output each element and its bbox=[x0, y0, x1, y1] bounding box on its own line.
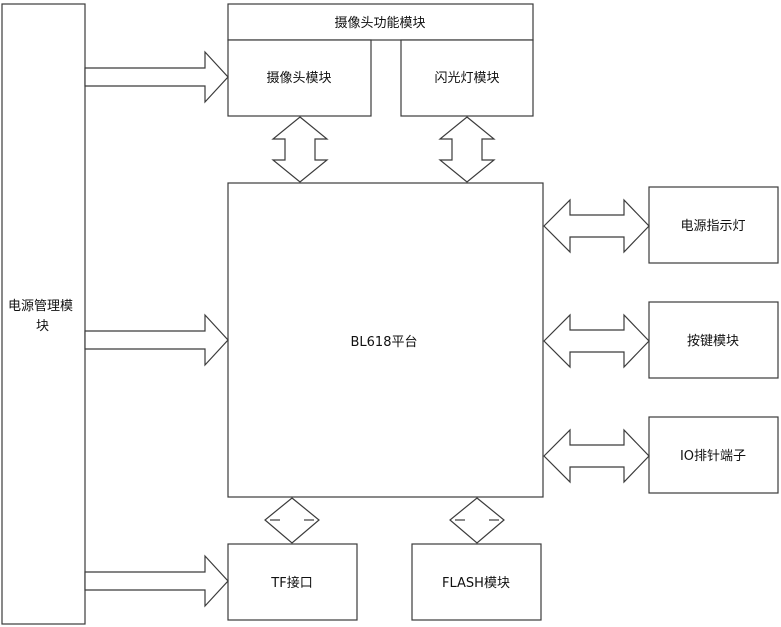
keys-label: 按键模块 bbox=[687, 334, 739, 349]
camera-function-header bbox=[227, 3, 534, 41]
flash-light-module-label: 闪光灯模块 bbox=[434, 71, 499, 86]
camera-function-label: 摄像头功能模块 bbox=[334, 16, 425, 31]
flashlight-platform-double-arrow bbox=[438, 116, 496, 183]
io-header-block: IO排针端子 bbox=[648, 416, 779, 494]
camera-platform-double-arrow bbox=[271, 116, 329, 183]
power-management-label-line1: 电源管理模 bbox=[8, 299, 73, 314]
power-management-block: 电源管理模 块 bbox=[1, 3, 86, 625]
flash-memory-label: FLASH模块 bbox=[442, 576, 510, 591]
platform-powerled-double-arrow bbox=[543, 198, 650, 254]
tf-interface-label: TF接口 bbox=[270, 575, 312, 591]
power-to-tf-arrow bbox=[84, 554, 229, 608]
flash-memory-box bbox=[411, 543, 542, 621]
power-led-box bbox=[648, 186, 779, 264]
power-led-block: 电源指示灯 bbox=[648, 186, 779, 264]
flash-memory-block: FLASH模块 bbox=[411, 543, 542, 621]
power-to-camera-arrow bbox=[84, 50, 229, 104]
platform-flash-double-arrow bbox=[449, 497, 505, 544]
platform-keys-double-arrow bbox=[543, 313, 650, 369]
camera-function-group: 摄像头功能模块 摄像头模块 闪光灯模块 bbox=[227, 3, 534, 117]
platform-block: BL618平台 bbox=[227, 182, 544, 498]
flash-light-module-box bbox=[400, 39, 534, 117]
io-header-label: IO排针端子 bbox=[680, 449, 746, 464]
power-management-label-line2: 块 bbox=[36, 319, 49, 334]
keys-box bbox=[648, 301, 779, 379]
power-led-label: 电源指示灯 bbox=[680, 219, 745, 234]
camera-module-box bbox=[227, 39, 372, 117]
keys-block: 按键模块 bbox=[648, 301, 779, 379]
power-to-platform-arrow bbox=[84, 313, 229, 367]
tf-interface-block: TF接口 bbox=[227, 543, 358, 621]
platform-io-double-arrow bbox=[543, 428, 650, 484]
io-header-box bbox=[648, 416, 779, 494]
platform-box bbox=[227, 182, 544, 498]
platform-label: BL618平台 bbox=[351, 335, 418, 350]
platform-tf-double-arrow bbox=[264, 497, 320, 544]
tf-interface-box bbox=[227, 543, 358, 621]
camera-module-label: 摄像头模块 bbox=[266, 71, 331, 86]
power-management-box bbox=[1, 3, 86, 625]
